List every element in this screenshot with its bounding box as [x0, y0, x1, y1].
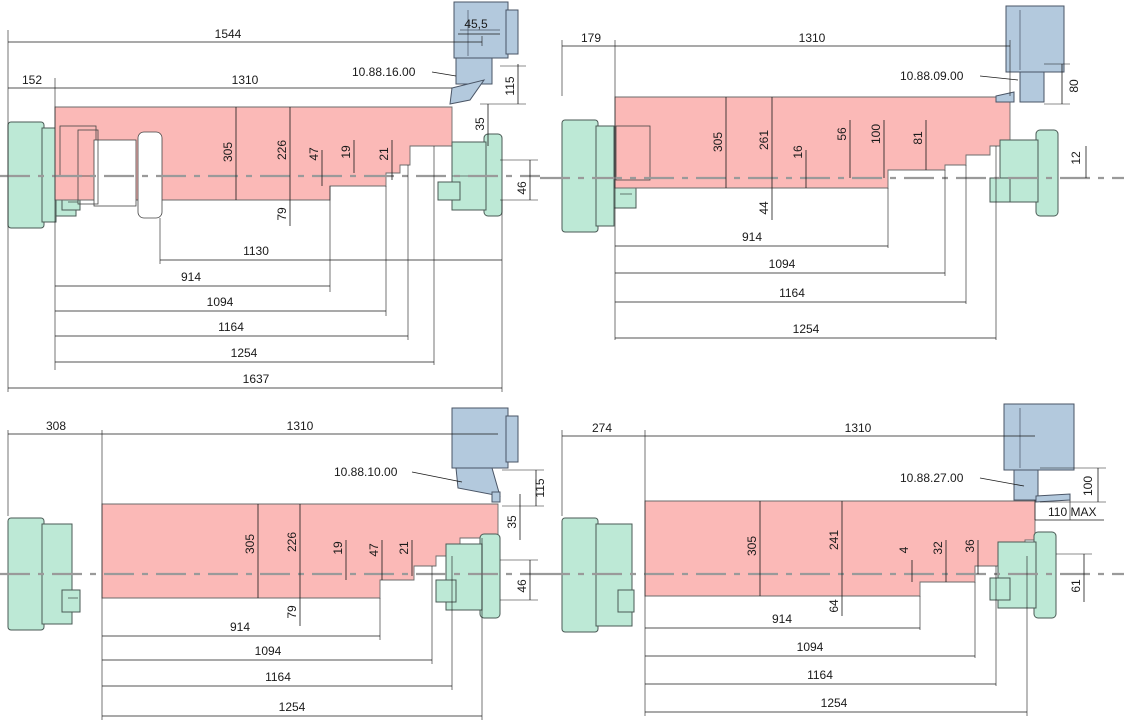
- dim-label: 35: [473, 117, 487, 131]
- dim-label: 19: [331, 541, 345, 555]
- dim-label: 305: [221, 142, 235, 162]
- sub-spindle-chuck: [435, 533, 501, 619]
- dim-label: 19: [339, 145, 353, 159]
- dim-label: 1094: [769, 257, 796, 271]
- vertical-dimensions: 305 241 4 32 36 64 100 61: [745, 467, 1106, 616]
- vertical-dimensions: 305 226 19 47 21 79 115 35 46: [243, 469, 547, 626]
- extension-lines: [7, 430, 483, 720]
- dim-label: 1130: [243, 244, 269, 258]
- dim-label: 115: [533, 478, 547, 497]
- dim-label: 16: [791, 145, 805, 159]
- dim-label: 1254: [231, 346, 258, 360]
- dim-label: 1254: [279, 700, 306, 714]
- dim-label: 1164: [218, 320, 244, 334]
- dim-label: 914: [230, 620, 250, 634]
- tool-callout: 10.88.09.00: [900, 69, 1019, 83]
- dim-label: 100: [869, 124, 883, 144]
- chuck-jaws: [615, 125, 651, 181]
- vertical-dimensions: 305 226 47 19 21 79 35 115 46: [221, 64, 538, 226]
- dim-label: 46: [515, 181, 529, 195]
- dim-label: 1310: [232, 73, 259, 87]
- dim-label: 1637: [243, 372, 270, 386]
- panel-bottom-left: 308 1310 914 1094 1164 1254 305 226 19 4…: [0, 407, 547, 720]
- dim-label: 100: [1081, 476, 1095, 496]
- dim-label: 1094: [207, 295, 234, 309]
- tool-callout: 10.88.10.00: [334, 465, 463, 483]
- dim-label: 152: [22, 73, 42, 87]
- dim-label: 64: [827, 599, 841, 613]
- dim-label: 21: [377, 147, 391, 161]
- dim-label: 1094: [255, 644, 282, 658]
- tool-label: 10.88.10.00: [334, 465, 398, 479]
- dim-label: 110 MAX: [1048, 505, 1096, 519]
- extension-lines: [7, 30, 503, 392]
- tool-label: 10.88.09.00: [900, 69, 964, 83]
- dim-label: 1094: [797, 640, 824, 654]
- dim-label: 914: [742, 230, 762, 244]
- dim-label: 914: [181, 270, 201, 284]
- turret-tool-holder: [451, 407, 519, 503]
- dim-label: 1254: [793, 322, 820, 336]
- dim-label: 12: [1069, 151, 1083, 165]
- workpiece: [614, 96, 1011, 189]
- extension-lines: [561, 40, 1011, 340]
- dim-label: 47: [367, 543, 381, 557]
- dim-label: 1544: [215, 27, 242, 41]
- horizontal-dimensions: 179 1310 914 1094 1164 1254: [562, 31, 1010, 339]
- horizontal-dimensions: 308 1310 914 1094 1164 1254: [8, 419, 498, 717]
- turret-tool-holder: [1003, 403, 1075, 503]
- dim-label: 35: [505, 515, 519, 529]
- dim-label: 45,5: [464, 17, 488, 31]
- dim-label: 1164: [265, 670, 291, 684]
- dim-label: 115: [503, 76, 517, 95]
- dim-label: 44: [757, 201, 771, 215]
- dim-label: 1164: [779, 286, 805, 300]
- dim-label: 4: [897, 546, 911, 553]
- dim-label: 79: [285, 605, 299, 619]
- dim-label: 179: [581, 31, 601, 45]
- dim-label: 914: [772, 612, 792, 626]
- dim-label: 36: [963, 539, 977, 553]
- dim-label: 261: [757, 130, 771, 150]
- dim-label: 79: [275, 207, 289, 221]
- tool-callout: 10.88.27.00: [900, 471, 1025, 487]
- dim-label: 47: [307, 147, 321, 161]
- dim-label: 241: [827, 530, 841, 550]
- tool-label: 10.88.27.00: [900, 471, 964, 485]
- dim-label: 305: [745, 536, 759, 556]
- horizontal-dimensions: 1544 45,5 152 1310 1130 914 1094 1164 12…: [8, 17, 502, 389]
- dim-label: 32: [931, 541, 945, 555]
- dim-label: 1310: [845, 421, 872, 435]
- extension-lines: [561, 430, 1071, 716]
- dim-label: 305: [243, 534, 257, 554]
- panel-bottom-right: 274 1310 110 MAX 914 1094 1164 1254 305 …: [540, 403, 1124, 716]
- dim-label: 56: [835, 127, 849, 141]
- dim-label: 308: [46, 419, 66, 433]
- vertical-dimensions: 305 261 16 56 100 81 44 80 12: [711, 63, 1087, 220]
- dim-label: 274: [592, 421, 612, 435]
- turret-tool-holder: [995, 5, 1065, 103]
- tool-label: 10.88.16.00: [352, 65, 416, 79]
- dim-label: 1310: [799, 31, 826, 45]
- dim-label: 46: [515, 579, 529, 593]
- dim-label: 81: [911, 131, 925, 145]
- dim-label: 226: [275, 140, 289, 160]
- horizontal-dimensions: 274 1310 110 MAX 914 1094 1164 1254: [562, 421, 1104, 713]
- tool-callout: 10.88.16.00: [352, 65, 457, 79]
- dim-label: 1254: [821, 696, 848, 710]
- panel-top-left: 1544 45,5 152 1310 1130 914 1094 1164 12…: [0, 1, 540, 392]
- dim-label: 61: [1069, 579, 1083, 593]
- dim-label: 305: [711, 132, 725, 152]
- dim-label: 1310: [287, 419, 314, 433]
- dim-label: 1164: [807, 668, 833, 682]
- dim-label: 21: [397, 541, 411, 555]
- main-spindle-chuck: [561, 119, 637, 233]
- dim-label: 80: [1067, 79, 1081, 93]
- panel-top-right: 179 1310 914 1094 1164 1254 305 261 16 5…: [540, 5, 1124, 340]
- dim-label: 226: [285, 532, 299, 552]
- sub-spindle-chuck: [989, 129, 1059, 217]
- turret-tool-holder: [449, 1, 519, 105]
